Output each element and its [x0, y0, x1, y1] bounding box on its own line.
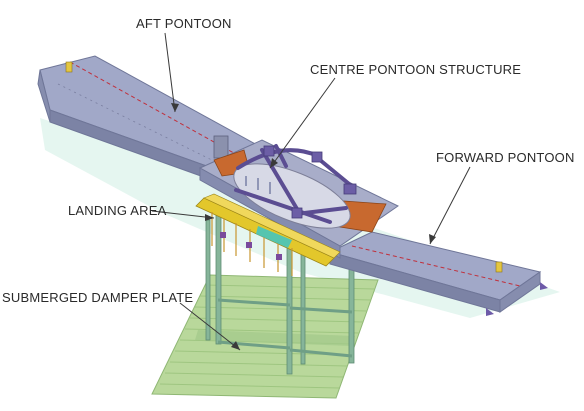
- aft-pontoon: [37, 55, 271, 191]
- label-landing-area: LANDING AREA: [68, 203, 167, 218]
- label-aft-pontoon: AFT PONTOON: [136, 16, 232, 31]
- label-damper-plate: SUBMERGED DAMPER PLATE: [2, 290, 193, 305]
- landing-area: [195, 193, 341, 276]
- forward-pontoon: [328, 231, 548, 316]
- leader-arrowheads: [171, 103, 436, 350]
- centre-pontoon: [198, 139, 399, 259]
- label-centre-pontoon: CENTRE PONTOON STRUCTURE: [310, 62, 521, 77]
- label-forward-pontoon: FORWARD PONTOON: [436, 150, 575, 165]
- leader-lines: [151, 32, 471, 351]
- leg-braces: [217, 298, 353, 358]
